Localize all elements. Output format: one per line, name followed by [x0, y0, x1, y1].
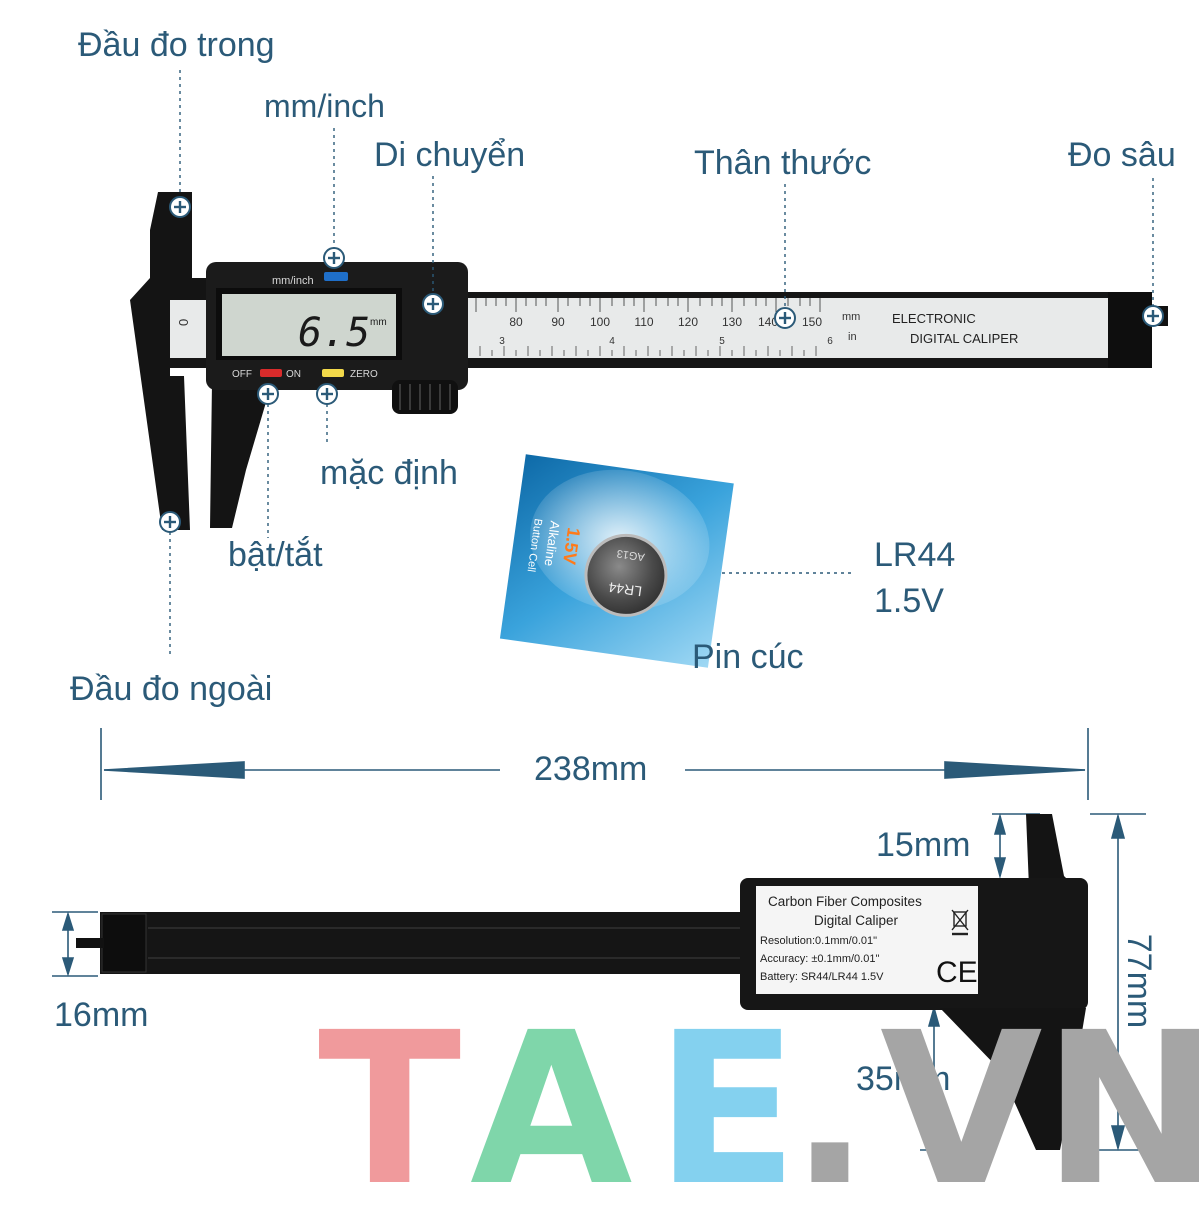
watermark-dot: .: [790, 987, 870, 1232]
beam-end-block: [1108, 292, 1152, 368]
plus-marker-icon: [323, 247, 345, 269]
beam-title-2: DIGITAL CALIPER: [910, 331, 1018, 346]
caliper-diagram: 80 90 100 110 120 130 140 150 3 4 5 6 0 …: [52, 26, 1200, 1215]
fixed-jaw: [130, 192, 206, 530]
arrow-down-icon: [61, 957, 75, 977]
watermark-letter-e: E: [655, 987, 799, 1232]
diagram-canvas: 80 90 100 110 120 130 140 150 3 4 5 6 0 …: [52, 70, 1168, 1152]
pack-label-1: Alkaline: [542, 520, 563, 567]
label-battery-name: Pin cúc: [692, 638, 804, 676]
label-inside-jaw: Đầu đo trong: [78, 26, 275, 64]
ce-mark: CE: [936, 956, 978, 989]
roller-ridges: [399, 384, 451, 410]
back-caliper: Carbon Fiber Composites Digital Caliper …: [76, 814, 1088, 1150]
plus-marker-icon: [774, 307, 796, 329]
label-unit-button: mm/inch: [264, 88, 385, 124]
mode-label: mm/inch: [272, 275, 314, 287]
scale-label: 110: [634, 315, 653, 329]
watermark-letter-a: A: [470, 987, 633, 1232]
lcd-unit: mm: [370, 317, 387, 328]
scale-in-unit: in: [848, 331, 857, 343]
arrow-right-icon: [944, 761, 1086, 779]
dim-total-length: 238mm: [534, 750, 648, 788]
plus-marker-icon: [169, 196, 191, 218]
callout-markers: [159, 196, 1164, 584]
off-label: OFF: [232, 369, 252, 380]
scale-label: 80: [509, 315, 523, 329]
plus-marker-icon: [422, 293, 444, 315]
scale-ticks: [475, 298, 821, 312]
unit-button[interactable]: [324, 272, 348, 281]
back-depth-rod: [76, 938, 104, 948]
dim-beam-thickness: 16mm: [54, 996, 149, 1034]
inch-label: 6: [827, 336, 833, 347]
thumb-roller: [392, 380, 458, 414]
battery-pack: LR44 AG13 Alkaline Button Cell 1.5V: [499, 454, 734, 668]
dimension-lines: [52, 728, 1146, 1152]
scale-mm-unit: mm: [842, 311, 860, 323]
arrow-down-icon: [1110, 1125, 1126, 1152]
plus-marker-icon: [257, 383, 279, 405]
button-cell: [584, 533, 668, 617]
arrow-up-icon: [1110, 812, 1126, 839]
back-beam-end: [101, 913, 147, 973]
back-lower-jaw: [940, 1008, 1086, 1150]
sliding-jaw: [210, 382, 272, 528]
lcd-screen: [222, 294, 396, 356]
dim-lower-jaw: 35mm: [856, 1060, 951, 1098]
dim-upper-jaw: 15mm: [876, 826, 971, 864]
weee-bin-icon: [951, 909, 969, 936]
scale-zero-label: 0: [176, 319, 191, 326]
arrow-down-icon: [927, 1129, 941, 1151]
power-button[interactable]: [260, 369, 282, 377]
scale-label: 140: [758, 315, 778, 329]
inch-label: 5: [719, 336, 725, 347]
watermark-vn: VN: [880, 987, 1200, 1232]
spec-line-3: Resolution:0.1mm/0.01": [760, 935, 877, 947]
inch-label: 3: [499, 336, 505, 347]
spec-line-5: Battery: SR44/LR44 1.5V: [760, 971, 884, 983]
watermark-letter-t: T: [318, 987, 462, 1232]
scale-label: 130: [722, 315, 742, 329]
beam-title-1: ELECTRONIC: [892, 311, 976, 326]
plus-marker-icon: [159, 511, 181, 533]
plus-marker-icon: [1142, 305, 1164, 327]
zero-button[interactable]: [322, 369, 344, 377]
inch-ticks: [479, 346, 817, 356]
arrow-up-icon: [61, 911, 75, 931]
scale-label: 150: [802, 315, 822, 329]
spec-line-4: Accuracy: ±0.1mm/0.01": [760, 953, 879, 965]
arrow-up-icon: [927, 1005, 941, 1027]
callout-lines: [169, 70, 1154, 658]
mm-scale-labels: 80 90 100 110 120 130 140 150: [509, 315, 822, 329]
label-battery-model: LR44: [874, 536, 956, 574]
label-outside-jaw: Đầu đo ngoài: [70, 670, 273, 708]
arrow-down-icon: [993, 857, 1007, 879]
scale-label: 100: [590, 315, 610, 329]
inch-scale-labels: 3 4 5 6: [499, 336, 833, 347]
scale-label: 90: [551, 315, 565, 329]
label-thumb-roller: Di chuyển: [374, 136, 526, 174]
label-depth-rod: Đo sâu: [1068, 136, 1176, 174]
on-label: ON: [286, 369, 301, 380]
inch-label: 4: [609, 336, 615, 347]
arrow-up-icon: [993, 813, 1007, 835]
cell-sub-label: AG13: [616, 547, 646, 563]
arrow-left-icon: [103, 761, 245, 779]
spec-label-card: [756, 886, 978, 994]
scale-label: 120: [678, 315, 698, 329]
label-main-beam: Thân thước: [694, 144, 872, 182]
label-battery-voltage: 1.5V: [874, 582, 944, 620]
spec-line-1: Carbon Fiber Composites: [768, 894, 922, 909]
lcd-reading: 6.5: [298, 310, 370, 356]
label-power-button: bật/tắt: [228, 536, 323, 574]
scale-strip-left: [170, 298, 210, 358]
spec-line-2: Digital Caliper: [814, 913, 899, 928]
plus-marker-icon: [316, 383, 338, 405]
zero-label: ZERO: [350, 369, 378, 380]
cell-label: LR44: [607, 579, 643, 600]
label-zero-button: mặc định: [320, 454, 458, 492]
